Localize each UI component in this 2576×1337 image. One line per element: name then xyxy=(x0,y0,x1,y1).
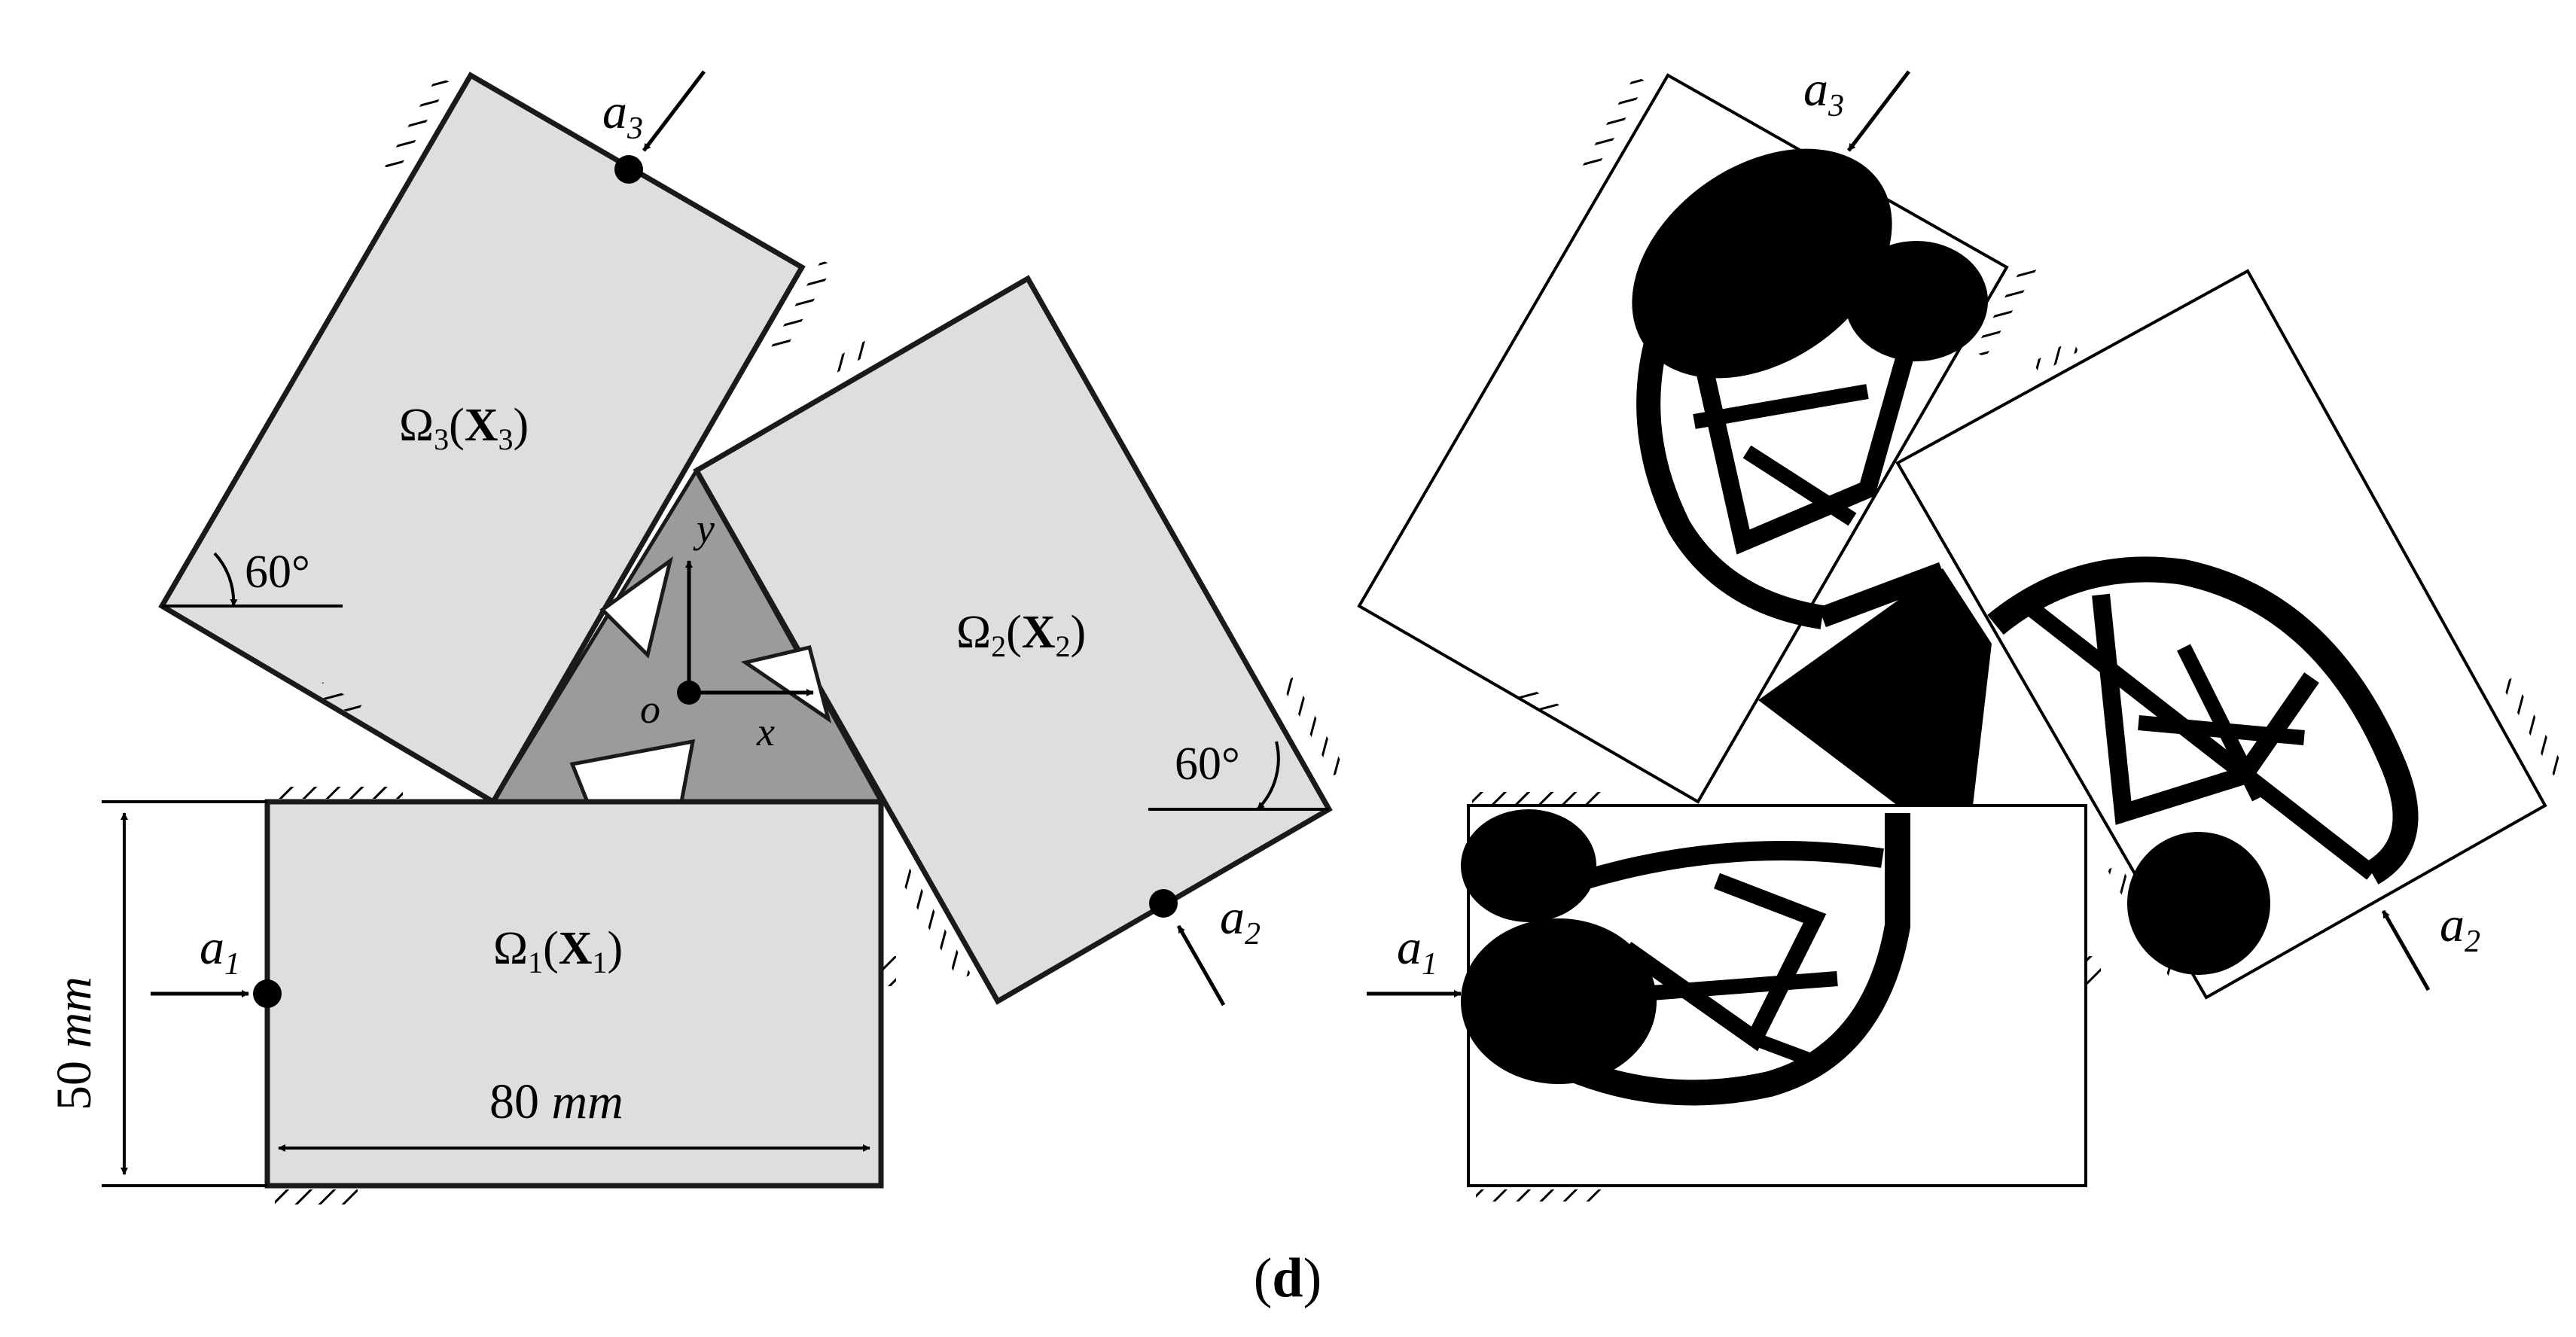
support-omega3-bottom xyxy=(316,682,362,717)
load-point-a1 xyxy=(253,979,282,1008)
optimized-topology-panel: a3 a1 a2 xyxy=(1357,62,2565,1201)
label-axis-o: o xyxy=(640,687,660,732)
figure-caption: (d) xyxy=(1254,1247,1322,1309)
label-axis-x: x xyxy=(756,709,775,754)
label-a2: a2 xyxy=(1220,890,1261,952)
domain-omega-1 xyxy=(264,799,884,1189)
label-a3: a3 xyxy=(602,84,643,146)
result-support-omega2-left xyxy=(2107,863,2184,982)
label-a1: a1 xyxy=(200,920,240,982)
result-support-right-omega1 xyxy=(2087,956,2101,986)
result-load-arrow-a3 xyxy=(1847,70,1910,152)
result-support-omega3-bottom xyxy=(1513,682,1559,717)
support-right-omega1 xyxy=(883,956,896,986)
label-angle-left: 60° xyxy=(245,547,310,598)
result-topology-omega-3 xyxy=(1632,148,1988,629)
result-topology-omega-2 xyxy=(1987,556,2419,975)
result-label-a3: a3 xyxy=(1803,62,1844,123)
result-support-omega3-top xyxy=(1582,75,1647,174)
domain-omega-3 xyxy=(158,72,806,806)
load-arrow-a3 xyxy=(642,70,706,152)
result-support-omega3-right xyxy=(1974,259,2038,358)
result-support-bottom-left xyxy=(1476,1189,1608,1201)
label-angle-right: 60° xyxy=(1175,739,1240,790)
label-dim-height: 50 mm xyxy=(47,976,102,1110)
load-point-a2 xyxy=(1149,889,1178,918)
support-omega3-right xyxy=(769,259,834,358)
result-load-arrow-a2 xyxy=(2381,909,2431,991)
connector-notch-upper xyxy=(599,556,674,659)
result-label-a1: a1 xyxy=(1397,920,1437,982)
label-dim-width: 80 mm xyxy=(489,1074,623,1129)
design-domain-panel: Ω3(X3) Ω2(X2) Ω1(X1) 60° 60° y o x a3 a1… xyxy=(47,70,1346,1205)
load-point-a3 xyxy=(614,155,643,184)
label-axis-y: y xyxy=(693,506,715,551)
support-omega2-top xyxy=(828,340,874,374)
load-arrow-a2 xyxy=(1176,924,1226,1007)
result-topology-omega-1 xyxy=(1461,809,1910,1106)
support-bottom-left xyxy=(275,1189,358,1205)
label-omega-1: Ω1(X1) xyxy=(493,923,623,979)
support-omega2-right xyxy=(1281,677,1346,776)
result-support-omega2-top xyxy=(2032,340,2079,374)
result-support-top-left xyxy=(1472,792,1604,804)
support-omega3-top xyxy=(385,75,450,174)
result-connector-solid xyxy=(1758,568,1992,806)
label-omega-2: Ω2(X2) xyxy=(956,607,1086,663)
result-label-a2: a2 xyxy=(2440,897,2480,959)
result-support-omega2-right xyxy=(2501,677,2565,776)
support-top-left xyxy=(271,787,403,799)
angle-arc-left xyxy=(213,552,238,607)
label-omega-3: Ω3(X3) xyxy=(399,400,529,456)
result-outline-omega-2 xyxy=(1895,269,2547,1000)
angle-arc-right xyxy=(1256,741,1280,811)
support-omega2-left xyxy=(895,863,971,982)
